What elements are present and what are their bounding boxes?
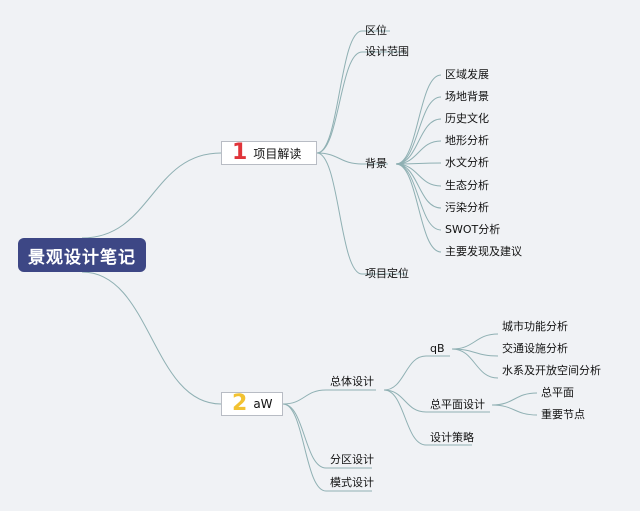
node-beijing-0[interactable]: 区域发展 xyxy=(445,68,489,81)
node-sheji-celue[interactable]: 设计策略 xyxy=(430,431,474,444)
link-zongpingmian-0 xyxy=(491,392,538,406)
link-zongpingmian-1 xyxy=(491,404,538,416)
root-node[interactable]: 景观设计笔记 xyxy=(18,238,146,272)
node-beijing-4[interactable]: 水文分析 xyxy=(445,156,489,169)
node-zongpingmian-0[interactable]: 总平面 xyxy=(541,386,574,399)
node-qb-0[interactable]: 城市功能分析 xyxy=(502,320,568,333)
root-label: 景观设计笔记 xyxy=(28,247,136,268)
link-beijing-8 xyxy=(395,163,442,253)
link-qb-0 xyxy=(451,333,499,350)
node-beijing-6[interactable]: 污染分析 xyxy=(445,201,489,214)
node-beijing-5[interactable]: 生态分析 xyxy=(445,179,489,192)
link-b1-fanwei xyxy=(316,51,406,154)
link-beijing-2 xyxy=(395,118,442,165)
branch-number-1: 1 xyxy=(232,140,248,165)
node-beijing-1[interactable]: 场地背景 xyxy=(445,90,489,103)
branch-number-2: 2 xyxy=(232,391,248,416)
node-zongti-sheji[interactable]: 总体设计 xyxy=(330,375,374,388)
link-root-branch2 xyxy=(81,271,222,405)
node-xiangmu-dingwei[interactable]: 项目定位 xyxy=(365,267,409,280)
branch-node-2[interactable]: 2 aW xyxy=(221,392,283,416)
link-b2-moshi xyxy=(282,403,372,492)
link-b1-dingwei xyxy=(316,152,406,275)
node-beijing-8[interactable]: 主要发现及建议 xyxy=(445,245,522,258)
node-beijing[interactable]: 背景 xyxy=(365,157,387,170)
node-zongpingmian-sheji[interactable]: 总平面设计 xyxy=(430,398,485,411)
link-beijing-3 xyxy=(395,140,442,165)
link-beijing-7 xyxy=(395,163,442,231)
node-beijing-3[interactable]: 地形分析 xyxy=(445,134,489,147)
link-zongti-celue xyxy=(383,389,472,446)
node-beijing-2[interactable]: 历史文化 xyxy=(445,112,489,125)
branch-label-1: 项目解读 xyxy=(253,146,302,161)
node-sheji-fanwei[interactable]: 设计范围 xyxy=(365,45,409,58)
link-b2-zongti xyxy=(282,389,376,405)
link-b1-beijing xyxy=(316,152,388,165)
link-zongti-qb xyxy=(383,355,450,391)
link-qb-2 xyxy=(451,348,499,379)
node-moshi-sheji[interactable]: 模式设计 xyxy=(330,476,374,489)
node-qb-2[interactable]: 水系及开放空间分析 xyxy=(502,364,601,377)
branch-node-1[interactable]: 1 项目解读 xyxy=(221,141,317,165)
link-b1-quwei xyxy=(316,30,390,154)
link-zongti-zongpingmian xyxy=(383,389,490,413)
node-qb[interactable]: qB xyxy=(430,342,445,355)
link-root-branch1 xyxy=(81,152,222,239)
link-beijing-6 xyxy=(395,163,442,209)
link-beijing-1 xyxy=(395,96,442,165)
node-fenqu-sheji[interactable]: 分区设计 xyxy=(330,453,374,466)
node-beijing-7[interactable]: SWOT分析 xyxy=(445,223,501,236)
link-beijing-0 xyxy=(395,74,442,165)
node-zongpingmian-1[interactable]: 重要节点 xyxy=(541,408,585,421)
node-quwei[interactable]: 区位 xyxy=(365,24,387,37)
node-qb-1[interactable]: 交通设施分析 xyxy=(502,342,568,355)
branch-label-2: aW xyxy=(253,397,273,411)
